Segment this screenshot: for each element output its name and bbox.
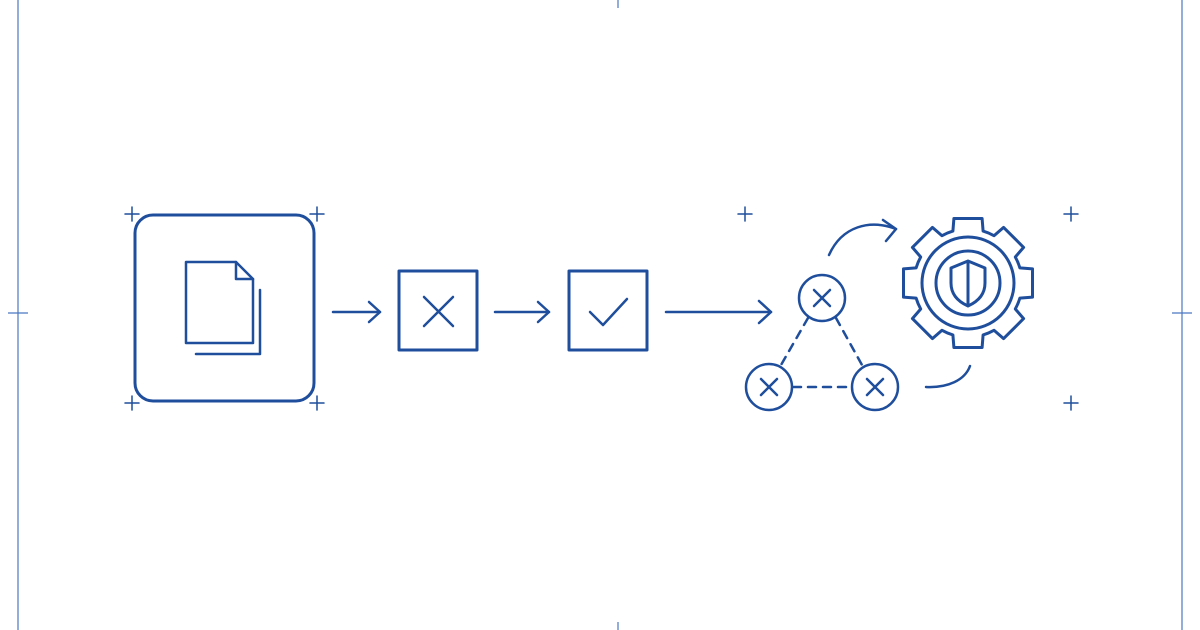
gear-shield-icon <box>902 217 1034 349</box>
plus-icon <box>1063 395 1079 411</box>
stage-reject <box>397 269 479 352</box>
plus-icon <box>309 206 325 222</box>
plus-icon <box>1063 206 1079 222</box>
plus-icon <box>309 395 325 411</box>
x-node-icon <box>850 362 900 412</box>
plus-icon <box>124 395 140 411</box>
dashed-link <box>834 316 864 367</box>
x-node-icon <box>797 273 847 323</box>
x-mark-icon <box>422 295 455 328</box>
reject-frame <box>397 269 479 352</box>
plus-icon <box>124 206 140 222</box>
documents-icon <box>184 260 262 356</box>
stage-node-network <box>744 273 900 412</box>
arrow-right-icon <box>664 299 773 325</box>
stage-approve <box>567 269 649 352</box>
plus-icon <box>737 206 753 222</box>
gear-outline <box>902 217 1034 349</box>
documents-frame <box>133 213 316 403</box>
approve-frame <box>567 269 649 352</box>
corner-marks <box>124 206 1079 411</box>
x-node-icon <box>744 362 794 412</box>
dashed-link <box>779 316 810 367</box>
frame <box>8 0 1192 630</box>
arrow-right-icon <box>331 300 382 324</box>
check-mark-icon <box>588 297 629 327</box>
stage-documents <box>133 213 316 403</box>
arrow-right-icon <box>493 300 551 324</box>
stage-secure-settings <box>902 217 1034 349</box>
curved-arrow-icon <box>827 218 972 389</box>
